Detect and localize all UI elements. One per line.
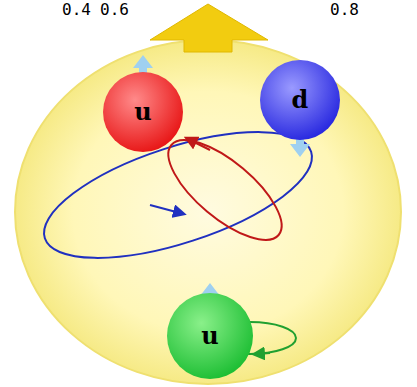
axis-tick: 0.6 — [100, 2, 129, 18]
quark-label: d — [292, 88, 309, 112]
u-orbit — [153, 124, 296, 257]
quark-spin-arrow — [290, 138, 310, 157]
quark-sphere: u — [167, 293, 253, 379]
axis-tick: 0.4 — [62, 2, 91, 18]
proton-spin-arrow — [150, 4, 268, 52]
quark-label: u — [134, 100, 151, 124]
quark-label: u — [201, 324, 218, 348]
orbit-arrow — [258, 353, 270, 354]
orbit-arrow — [190, 140, 210, 150]
quark-sphere: d — [260, 60, 340, 140]
orbit-arrow — [150, 205, 180, 213]
quark-sphere: u — [103, 72, 183, 152]
proton-body — [15, 40, 401, 384]
axis-tick: 0.8 — [330, 2, 359, 18]
